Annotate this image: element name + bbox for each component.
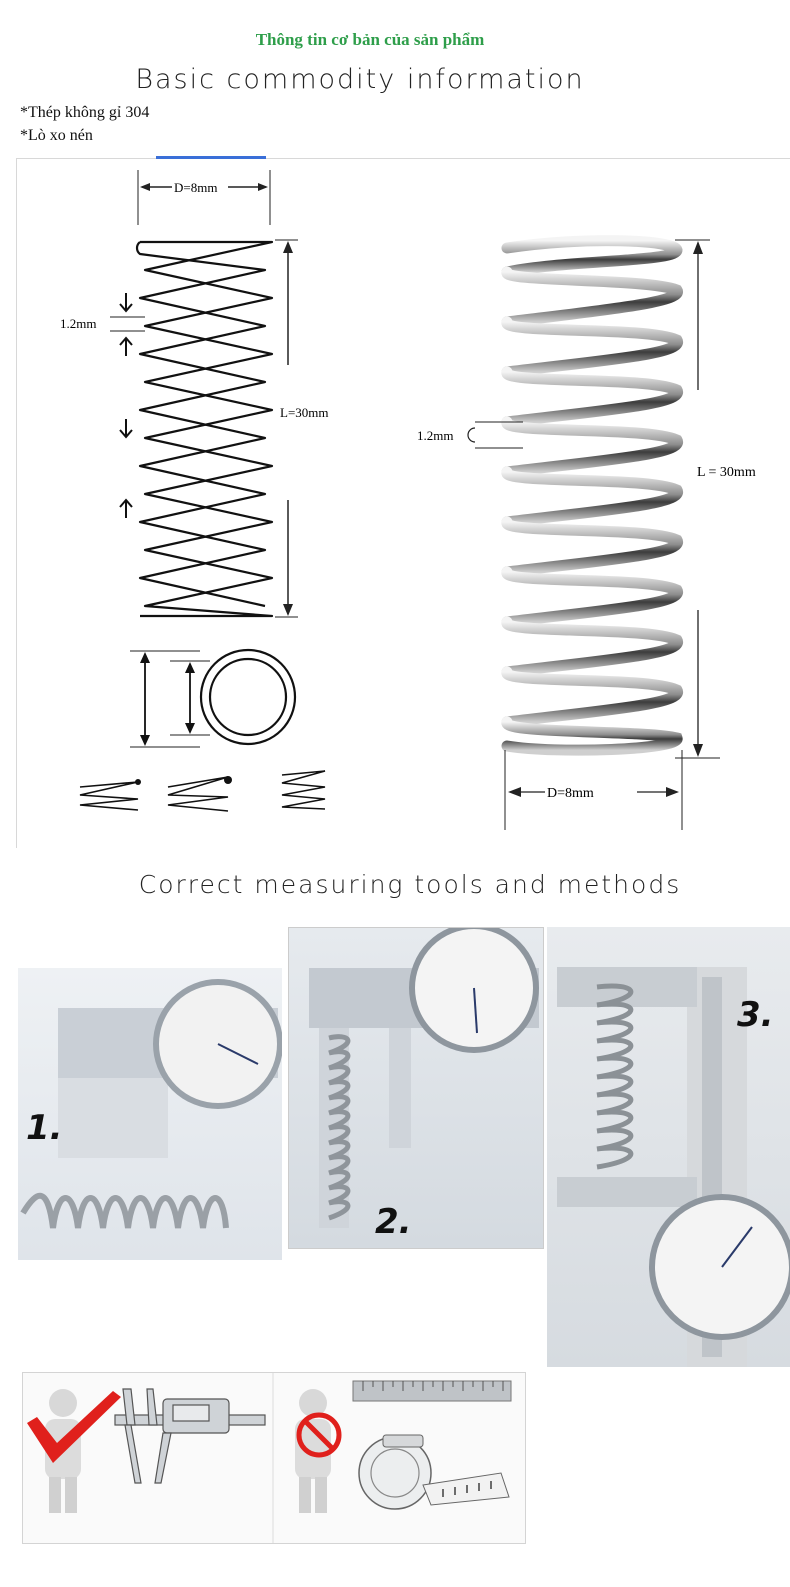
measure-photo-2: 2. [288,927,544,1249]
panel-top-border [16,158,790,159]
wire-label: 1.2mm [60,316,96,331]
step-number-1: 1. [26,1108,63,1148]
correct-figure-icon [27,1389,121,1513]
measure-photo-3: 3. [547,927,790,1367]
title-english: Basic commodity information [135,64,585,95]
spring-line-drawing: D=8mm L=30mm 1.2mm [60,170,329,812]
measure-photo-1: 1. [18,968,282,1260]
tool-comparison-panel [22,1372,526,1544]
measuring-section-title: Correct measuring tools and methods [138,870,682,899]
photo-length-label: L = 30mm [697,465,756,480]
title-vietnamese: Thông tin cơ bản của sản phẩm [255,30,485,49]
spec-type: *Lò xo nén [20,127,93,144]
photo-diameter-label: D=8mm [547,786,594,801]
caliper-icon [114,1388,266,1484]
ruler-icon [352,1380,512,1402]
diameter-label: D=8mm [174,180,217,195]
length-label: L=30mm [280,405,329,420]
step-number-2: 2. [375,1202,412,1242]
spring-photo-illustration: L = 30mm 1.2mm D=8mm [417,235,756,830]
step-number-3: 3. [737,995,774,1035]
panel-left-border [16,158,17,848]
spec-material: *Thép không gỉ 304 [20,104,150,121]
accent-line [156,156,266,159]
prohibited-figure-icon [295,1389,342,1513]
photo-wire-label: 1.2mm [417,428,453,443]
tape-measure-icon [358,1434,510,1510]
